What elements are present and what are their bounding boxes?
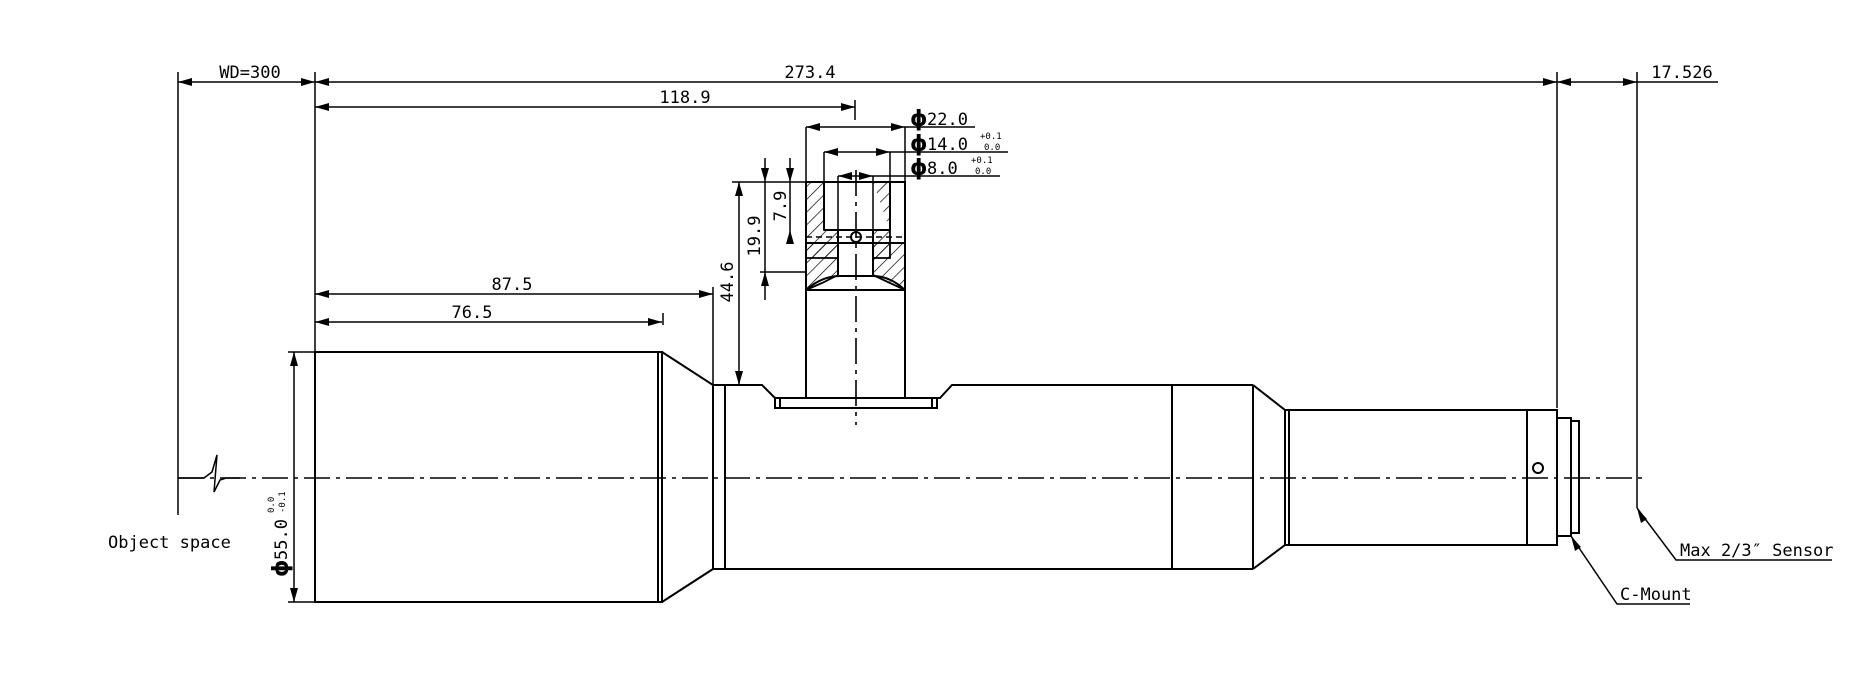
port-mid-diameter-label: 14.0 [927, 135, 968, 155]
port-mid-tol-upper: +0.1 [980, 132, 1002, 142]
diameter-symbol: ϕ [910, 107, 928, 132]
dimension-labels: WD=300 273.4 17.526 118.9 87.5 76.5 44.6… [219, 63, 1712, 577]
annotations: Object space Max 2/3″ Sensor C-Mount [108, 533, 1834, 605]
total-length-label: 273.4 [784, 63, 835, 83]
horizontal-dimensions [178, 78, 1718, 326]
optical-axis [178, 454, 1645, 493]
back-focal-label: 17.526 [1651, 63, 1712, 83]
extension-lines [177, 72, 1638, 515]
c-mount-label: C-Mount [1620, 585, 1692, 605]
lens-body [314, 351, 1580, 603]
port-outer-diameter-label: 22.0 [927, 110, 968, 130]
port-inner-tol-upper: +0.1 [971, 156, 993, 166]
diameter-symbol: ϕ [269, 559, 294, 577]
leader-lines [1570, 507, 1832, 605]
vertical-dimensions [288, 158, 806, 603]
port-inner-tol-lower: 0.0 [975, 167, 991, 177]
sensor-label: Max 2/3″ Sensor [1680, 541, 1834, 561]
port-height-label: 44.6 [718, 262, 738, 303]
object-space-label: Object space [108, 533, 231, 553]
diameter-symbol: ϕ [910, 132, 928, 157]
front-diameter-label: 55.0 [272, 519, 292, 560]
port-position-label: 118.9 [659, 88, 710, 108]
port-step-label: 7.9 [771, 191, 791, 222]
front-tol-upper: 0.0 [267, 497, 277, 513]
port-inner-diameter-label: 8.0 [927, 159, 958, 179]
port-depth-label: 19.9 [745, 216, 765, 257]
front-tol-lower: -0.1 [278, 491, 288, 513]
diameter-symbol: ϕ [910, 156, 928, 181]
coaxial-port [774, 170, 938, 425]
front-length-label: 87.5 [492, 275, 533, 295]
front-barrel-label: 76.5 [452, 303, 493, 323]
wd-label: WD=300 [219, 63, 280, 83]
port-mid-tol-lower: 0.0 [984, 143, 1000, 153]
